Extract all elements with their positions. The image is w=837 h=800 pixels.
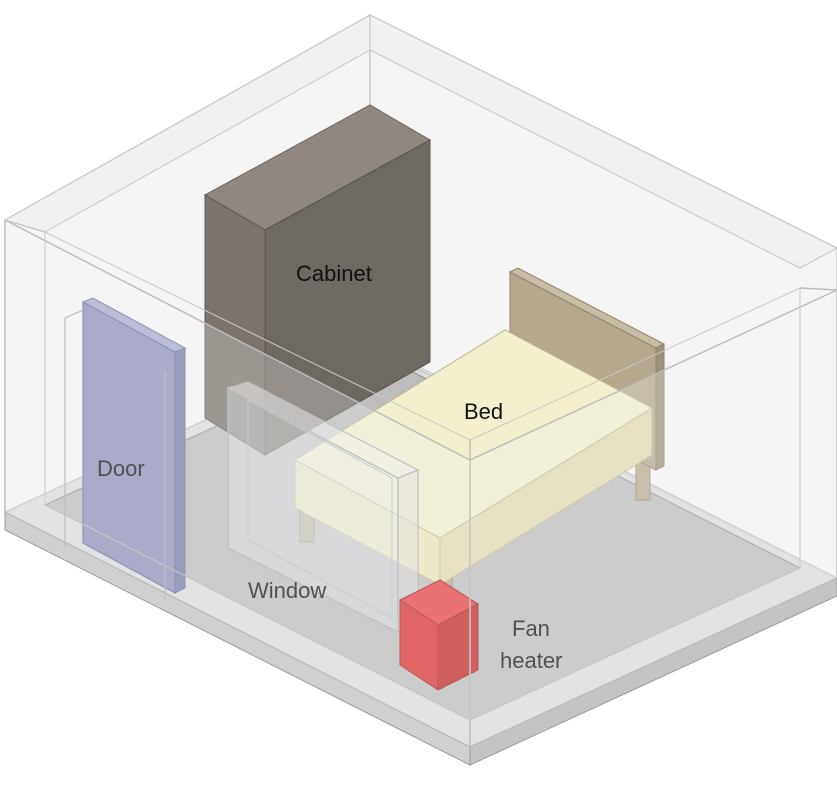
door (81, 297, 187, 595)
bed-label: Bed (464, 399, 503, 424)
fan-heater (399, 579, 479, 691)
wall-tops (3, 14, 837, 269)
fan-heater-label-line2: heater (500, 648, 562, 673)
near-walls (4, 218, 837, 749)
cabinet-label: Cabinet (296, 261, 372, 286)
window-label: Window (248, 578, 326, 603)
door-label: Door (97, 456, 145, 481)
window (226, 381, 420, 634)
door-frame (64, 309, 166, 600)
fan-heater-label-line1: Fan (512, 616, 550, 641)
